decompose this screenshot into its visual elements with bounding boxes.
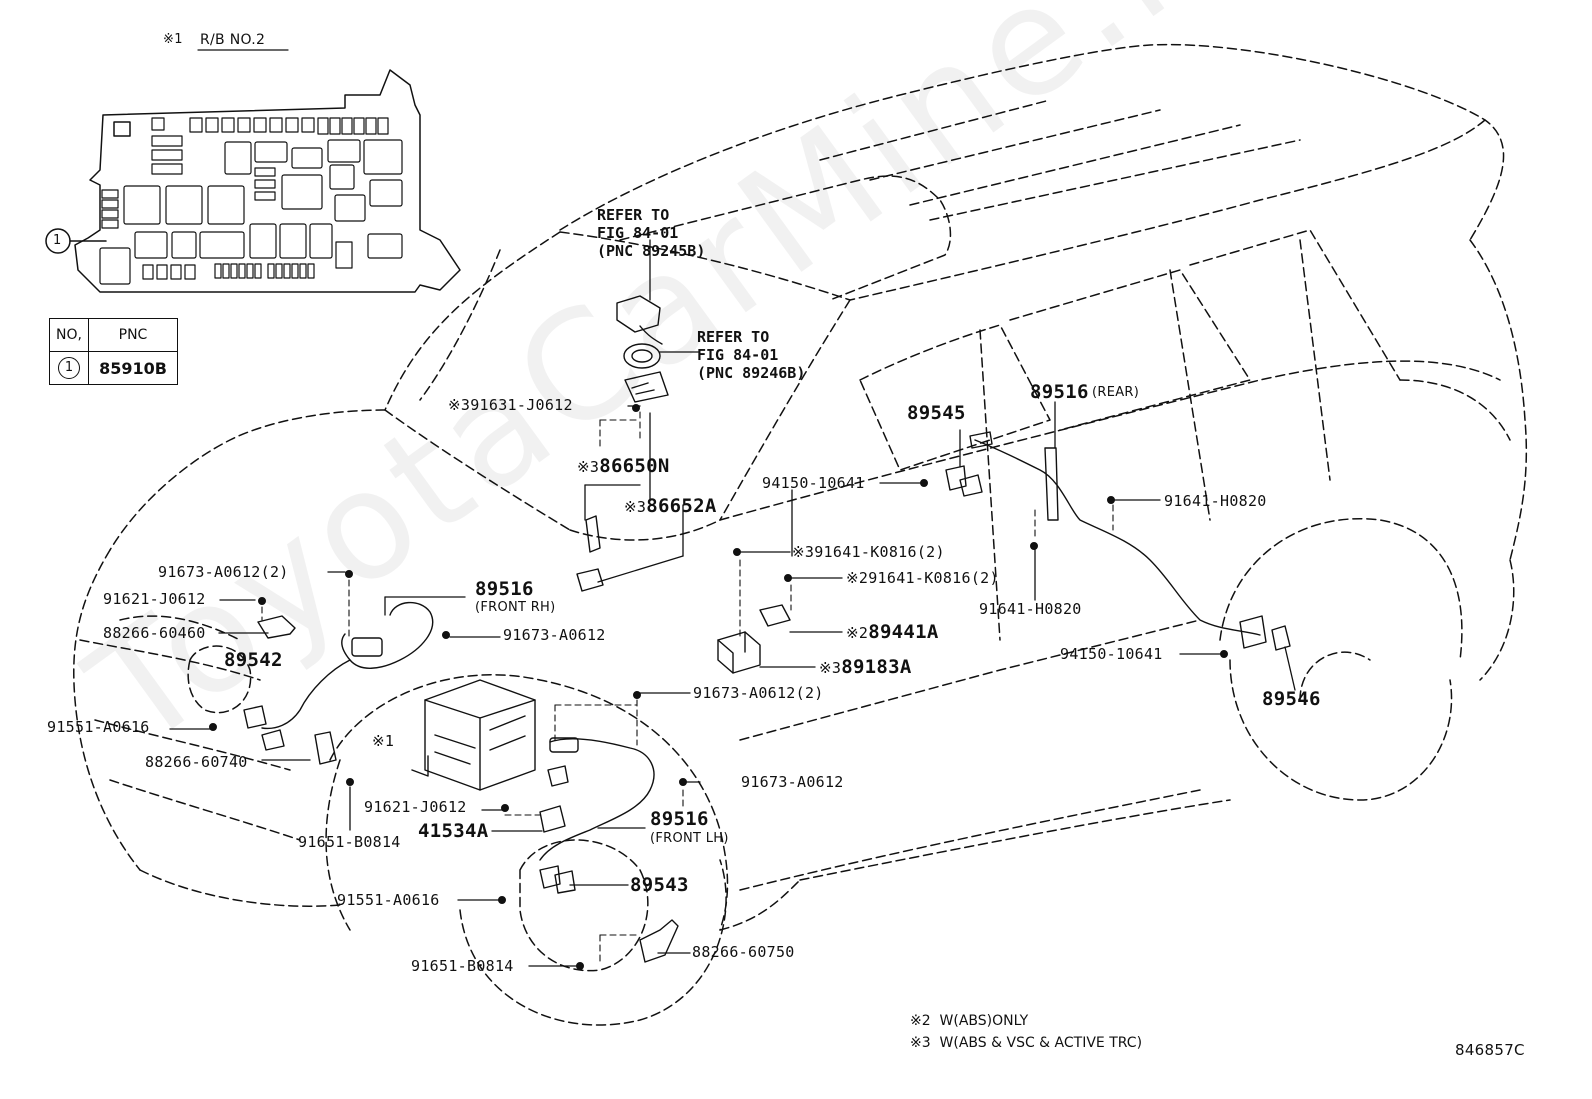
note-mark: ※2: [910, 1013, 931, 1029]
part-label-91631-j0612: ※391631-J0612: [448, 398, 573, 413]
part-label-89516-rear: 89516: [1030, 381, 1089, 403]
relay-block-title-mark: ※1: [163, 32, 183, 47]
part-label-91641-k0816-2-b: ※291641-K0816(2): [846, 571, 999, 586]
pnc-table: NO, PNC 1 85910B: [49, 318, 178, 385]
leader-lines: [169, 239, 1296, 967]
part-label-86652a: ※386652A: [624, 497, 717, 516]
part-number: 91631-J0612: [470, 396, 573, 414]
part-label-91673-a0612-rh-bolt: 91673-A0612: [503, 626, 606, 644]
part-label-88266-60460: 88266-60460: [103, 624, 206, 642]
refer-note-89245b: REFER TO FIG 84-01 (PNC 89245B): [597, 206, 706, 260]
part-label-91673-a0612-2-rh: 91673-A0612(2): [158, 563, 289, 581]
components: [243, 295, 1291, 963]
part-label-91621-j0612-rh: 91621-J0612: [103, 590, 206, 608]
pnc-col-pnc: PNC: [88, 318, 178, 352]
part-label-89545: 89545: [907, 402, 966, 424]
note-mark: ※2: [846, 624, 869, 642]
part-label-88266-60740: 88266-60740: [145, 753, 248, 771]
footnote-3: ※3 W(ABS & VSC & ACTIVE TRC): [910, 1033, 1142, 1053]
part-label-91651-b0814-lh: 91651-B0814: [411, 957, 514, 975]
part-label-89516-front-lh-sub: (FRONT LH): [650, 831, 729, 846]
note-text: W(ABS)ONLY: [939, 1013, 1029, 1029]
part-label-91651-b0814-rh: 91651-B0814: [298, 833, 401, 851]
part-label-91673-a0612-2-lh: 91673-A0612(2): [693, 684, 824, 702]
part-number: 89441A: [868, 621, 939, 643]
part-label-91621-j0612-lh: 91621-J0612: [364, 798, 467, 816]
row-number-circle: 1: [58, 357, 80, 379]
pnc-row-value: 85910B: [88, 351, 178, 385]
part-label-91641-k0816-2-a: ※391641-K0816(2): [792, 545, 945, 560]
pnc-table-header: NO, PNC: [49, 318, 178, 352]
part-label-91551-a0616-lh: 91551-A0616: [337, 891, 440, 909]
part-label-88266-60750: 88266-60750: [692, 943, 795, 961]
part-label-89183a: ※389183A: [819, 658, 912, 677]
relay-block-callout: 1: [53, 233, 62, 248]
part-label-91551-a0616-rh: 91551-A0616: [47, 718, 150, 736]
part-label-89516-front-rh: 89516: [475, 578, 534, 600]
part-number: 91641-K0816(2): [868, 569, 999, 587]
part-label-89441a: ※289441A: [846, 623, 939, 642]
part-label-91641-h0820-upper: 91641-H0820: [1164, 492, 1267, 510]
note-mark: ※3: [792, 543, 815, 561]
part-label-89543: 89543: [630, 874, 689, 896]
part-label-89516-rear-sub: (REAR): [1092, 385, 1140, 400]
install-lines: [261, 411, 1114, 966]
part-label-91673-a0612-lh-bolt: 91673-A0612: [741, 773, 844, 791]
note-mark: ※3: [577, 458, 600, 476]
note-text: W(ABS & VSC & ACTIVE TRC): [939, 1035, 1143, 1051]
part-label-89516-front-lh: 89516: [650, 808, 709, 830]
vehicle-outline: [73, 43, 1528, 1026]
part-label-89516-front-rh-sub: (FRONT RH): [475, 600, 556, 615]
footnote-2: ※2 W(ABS)ONLY: [910, 1011, 1028, 1031]
figure-code: 846857C: [1455, 1041, 1525, 1059]
note-mark: ※3: [819, 659, 842, 677]
part-label-89546: 89546: [1262, 688, 1321, 710]
part-label-89542: 89542: [224, 649, 283, 671]
relay-block-title: R/B NO.2: [200, 32, 266, 48]
fasteners: [209, 404, 1228, 970]
note-mark: ※2: [846, 569, 869, 587]
part-label-86650n: ※386650N: [577, 457, 670, 476]
refer-note-89246b: REFER TO FIG 84-01 (PNC 89246B): [697, 328, 806, 382]
part-label-91641-h0820-lower: 91641-H0820: [979, 600, 1082, 618]
part-number: 86650N: [599, 455, 670, 477]
part-number: 89183A: [841, 656, 912, 678]
pnc-row-no: 1: [49, 351, 89, 385]
pnc-col-no: NO,: [49, 318, 89, 352]
note-mark: ※3: [624, 498, 647, 516]
table-row: 1 85910B: [49, 351, 178, 385]
part-label-relay-box-mark: ※1: [372, 732, 395, 750]
note-mark: ※3: [448, 396, 471, 414]
part-number: 91641-K0816(2): [814, 543, 945, 561]
part-label-41534a: 41534A: [418, 820, 489, 842]
part-label-94150-10641-front: 94150-10641: [762, 474, 865, 492]
part-number: 86652A: [646, 495, 717, 517]
relay-block-drawing: [45, 49, 461, 293]
part-label-94150-10641-rear: 94150-10641: [1060, 645, 1163, 663]
note-mark: ※3: [910, 1035, 931, 1051]
